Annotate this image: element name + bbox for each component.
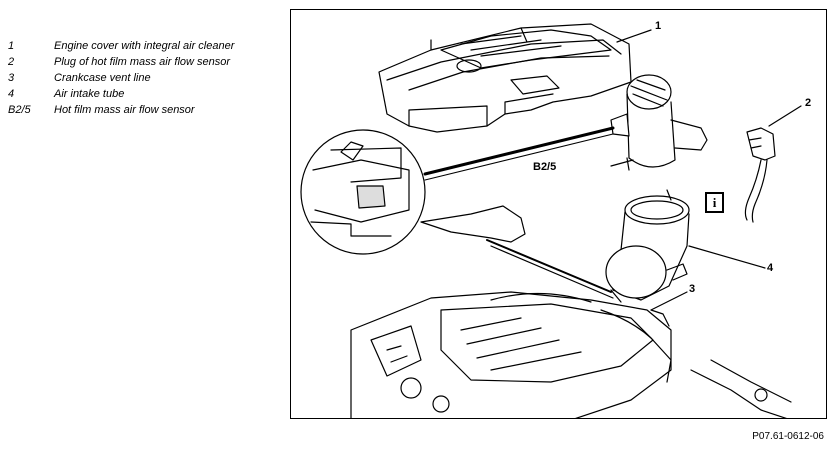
legend-item: B2/5 Hot film mass air flow sensor <box>8 102 234 118</box>
legend: 1 Engine cover with integral air cleaner… <box>8 38 234 118</box>
legend-text: Crankcase vent line <box>54 72 151 84</box>
callout-b2-5: B2/5 <box>533 161 557 173</box>
legend-item: 3 Crankcase vent line <box>8 70 234 86</box>
leader-lines <box>610 29 802 311</box>
engine-block-drawing <box>350 291 792 418</box>
engine-cover-drawing <box>378 23 632 133</box>
legend-number: 4 <box>8 88 15 100</box>
callout-3: 3 <box>689 283 696 295</box>
callout-1: 1 <box>655 20 662 32</box>
illustration-frame: 1 2 3 4 B2/5 i <box>290 9 827 419</box>
legend-number: 1 <box>8 40 15 52</box>
callout-4: 4 <box>767 262 774 274</box>
legend-item: 1 Engine cover with integral air cleaner <box>8 38 234 54</box>
legend-item: 2 Plug of hot film mass air flow sensor <box>8 54 234 70</box>
figure-reference-code: P07.61-0612-06 <box>752 431 824 442</box>
hand-tool-drawing <box>420 205 622 303</box>
info-icon: i <box>705 192 724 213</box>
legend-item: 4 Air intake tube <box>8 86 234 102</box>
legend-number: B2/5 <box>8 104 31 116</box>
air-flow-sensor-drawing <box>610 74 708 171</box>
legend-number: 2 <box>8 56 15 68</box>
legend-number: 3 <box>8 72 15 84</box>
engine-illustration <box>300 23 802 418</box>
callout-2: 2 <box>805 97 812 109</box>
detail-magnifier-drawing <box>300 126 615 255</box>
legend-text: Plug of hot film mass air flow sensor <box>54 56 231 68</box>
legend-text: Air intake tube <box>54 88 125 100</box>
plug-drawing <box>744 127 776 223</box>
legend-text: Hot film mass air flow sensor <box>54 104 195 116</box>
air-intake-tube-drawing <box>605 189 690 301</box>
legend-text: Engine cover with integral air cleaner <box>54 40 235 52</box>
